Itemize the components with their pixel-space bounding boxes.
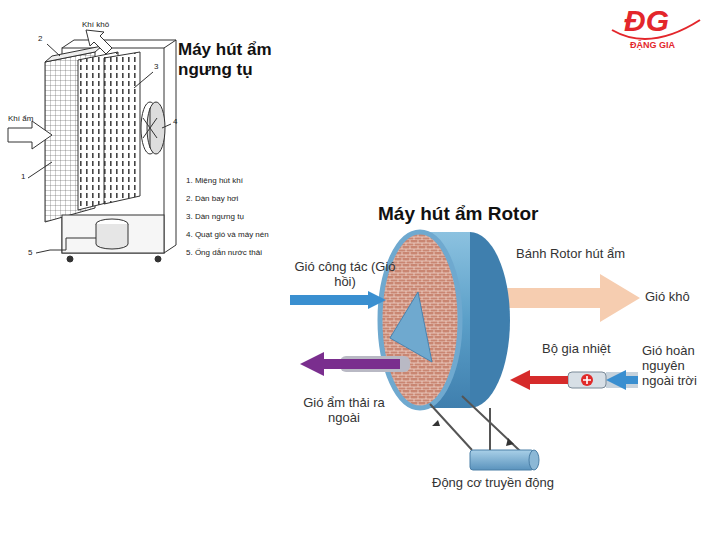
title: Máy hút ẩm Rotor [378,203,538,225]
rotor-rim [380,232,460,408]
wheel [67,256,73,262]
callout-number: 3 [154,62,158,71]
leader [36,250,50,253]
flow-label: Gió công tác (Gió hồi) [293,260,397,290]
heated-air-arrow [526,376,568,384]
node-label: Bánh Rotor hút ẩm [516,247,625,262]
title: Máy hút ẩm ngưng tụ [178,40,318,79]
condensing-dehumidifier [8,30,176,262]
leader [134,72,153,88]
legend-item: 2. Dàn bay hơi [186,194,238,203]
base [62,215,164,253]
moist-air-arrow [8,121,52,149]
heater-plus [583,376,591,384]
legend-item: 1. Miệng hút khí [186,176,243,185]
dry-air-arrow [86,30,112,54]
process-air-arrow [290,295,370,305]
flow-label: Gió hoàn nguyên ngoài trời [642,344,718,389]
housing-side [62,40,176,253]
wheel [155,256,161,262]
flow-label: Gió ẩm thải ra ngoài [296,396,392,426]
node-label: Động cơ truyền động [432,476,554,491]
legend-item: 3. Dàn ngưng tụ [186,212,244,221]
leader [28,162,52,178]
regen-air-head [606,370,626,390]
regen-air-arrow [624,376,638,384]
callout-number: 5 [28,248,32,257]
legend-item: 5. Ống dẫn nước thải [186,248,262,257]
heater: Bộ gia nhiệt [568,372,606,388]
callout-number: 4 [173,117,177,126]
legend-item: 4. Quạt gió và máy nén [186,230,269,239]
flow-label: Gió khô [645,290,690,305]
motor-end [529,450,539,470]
fan-blades [143,108,157,148]
heater-body [568,372,606,388]
flow-label: Khí ẩm [8,114,33,123]
rotor-wheel: Bánh Rotor hút ẩm [380,232,510,408]
motor [470,450,534,470]
belt-direction [432,420,514,446]
drain-pipe [50,238,96,250]
callout-number: 1 [21,172,25,181]
condenser [104,52,140,204]
logo-mark: ĐG [624,4,669,39]
leader [162,124,171,128]
wet-air-head [300,352,324,376]
heater-mark [581,374,593,386]
callout-number: 2 [38,34,42,43]
drive-belt-link [489,408,491,450]
sector-divider [390,292,432,362]
rotor-face [380,232,460,408]
drive-motor: Động cơ truyền động [470,450,534,470]
logo-text: ĐẶNG GIA [630,40,675,50]
flow-label: Khí khô [82,20,109,29]
wet-air-arrow [322,359,400,369]
rotor-dehumidifier [290,232,640,470]
node-label: Bộ gia nhiệt [542,342,611,357]
leader [47,44,60,56]
compressor [96,224,128,249]
